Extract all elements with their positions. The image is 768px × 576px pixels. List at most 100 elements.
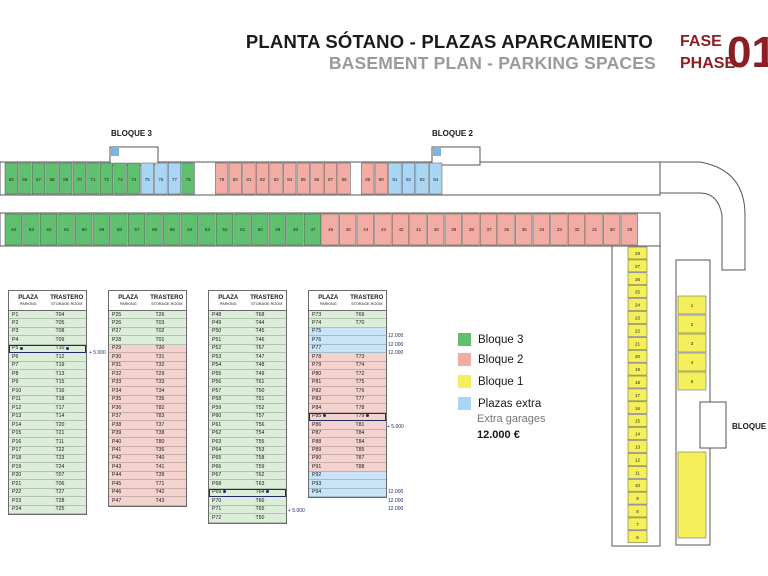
space-number: 54 [187,227,193,232]
space-number: 60 [82,227,88,232]
parking-space [296,162,310,195]
parking-space [374,162,388,195]
space-number: 91 [392,177,398,182]
space-number: 75 [145,177,151,182]
space-number: 64 [11,227,17,232]
space-number: 21 [635,341,641,346]
bloque3-label: BLOQUE 3 [111,129,152,138]
space-number: 76 [158,177,164,182]
space-number: 44 [363,227,369,232]
parking-space [286,213,304,246]
space-number: 37 [486,227,492,232]
parking-space [215,213,234,246]
space-number: 72 [104,177,110,182]
space-number: 31 [592,227,598,232]
space-number: 18 [635,380,641,385]
legend-extra-en: Extra garages [477,413,546,425]
extra-price-note: 12.000 [388,350,404,356]
core-icon [111,148,119,156]
parking-space [127,162,141,195]
parking-space [321,213,339,246]
parking-space [303,213,322,246]
parking-space [113,162,127,195]
space-number: 83 [274,177,280,182]
space-number: 93 [420,177,426,182]
parking-space [198,213,216,246]
space-number: 22 [635,328,641,333]
parking-space [462,213,480,246]
extra-price-note: 12.000 [388,489,404,495]
page-subtitle: BASEMENT PLAN - PARKING SPACES [328,53,656,73]
space-number: 7 [636,522,639,527]
table-row: P75 [309,327,386,337]
space-number: 4 [691,360,694,365]
parking-space [215,162,229,195]
legend-extra: Plazas extra [458,397,541,410]
parking-space [4,213,22,246]
parking-space [627,388,648,402]
space-number: 36 [504,227,510,232]
parking-space [627,401,648,415]
surcharge-note: + 5.000 [387,424,404,430]
surcharge-note: + 5.000 [89,350,106,356]
space-number: 32 [574,227,580,232]
space-number: 49 [275,227,281,232]
parking-space [180,213,198,246]
parking-space [627,453,648,466]
parking-space [627,375,648,389]
parking-space [497,213,515,246]
space-number: 11 [635,470,640,475]
parking-space [268,213,286,246]
surcharge-note: + 5.000 [288,508,305,514]
parking-space [86,162,100,195]
space-number: 80 [233,177,239,182]
parking-space [337,162,351,195]
space-number: 71 [90,177,96,182]
space-number: 33 [557,227,563,232]
parking-space [163,213,181,246]
space-number: 89 [365,177,371,182]
extra-price-note: 12.000 [388,333,404,339]
space-number: 62 [46,227,52,232]
parking-space [283,162,297,195]
table-row: P77 [309,344,386,354]
parking-space [567,213,586,246]
space-number: 86 [314,177,320,182]
parking-space [59,162,73,195]
parking-space [550,213,568,246]
parking-space [677,333,707,353]
parking-space [356,213,374,246]
parking-space [677,371,707,391]
